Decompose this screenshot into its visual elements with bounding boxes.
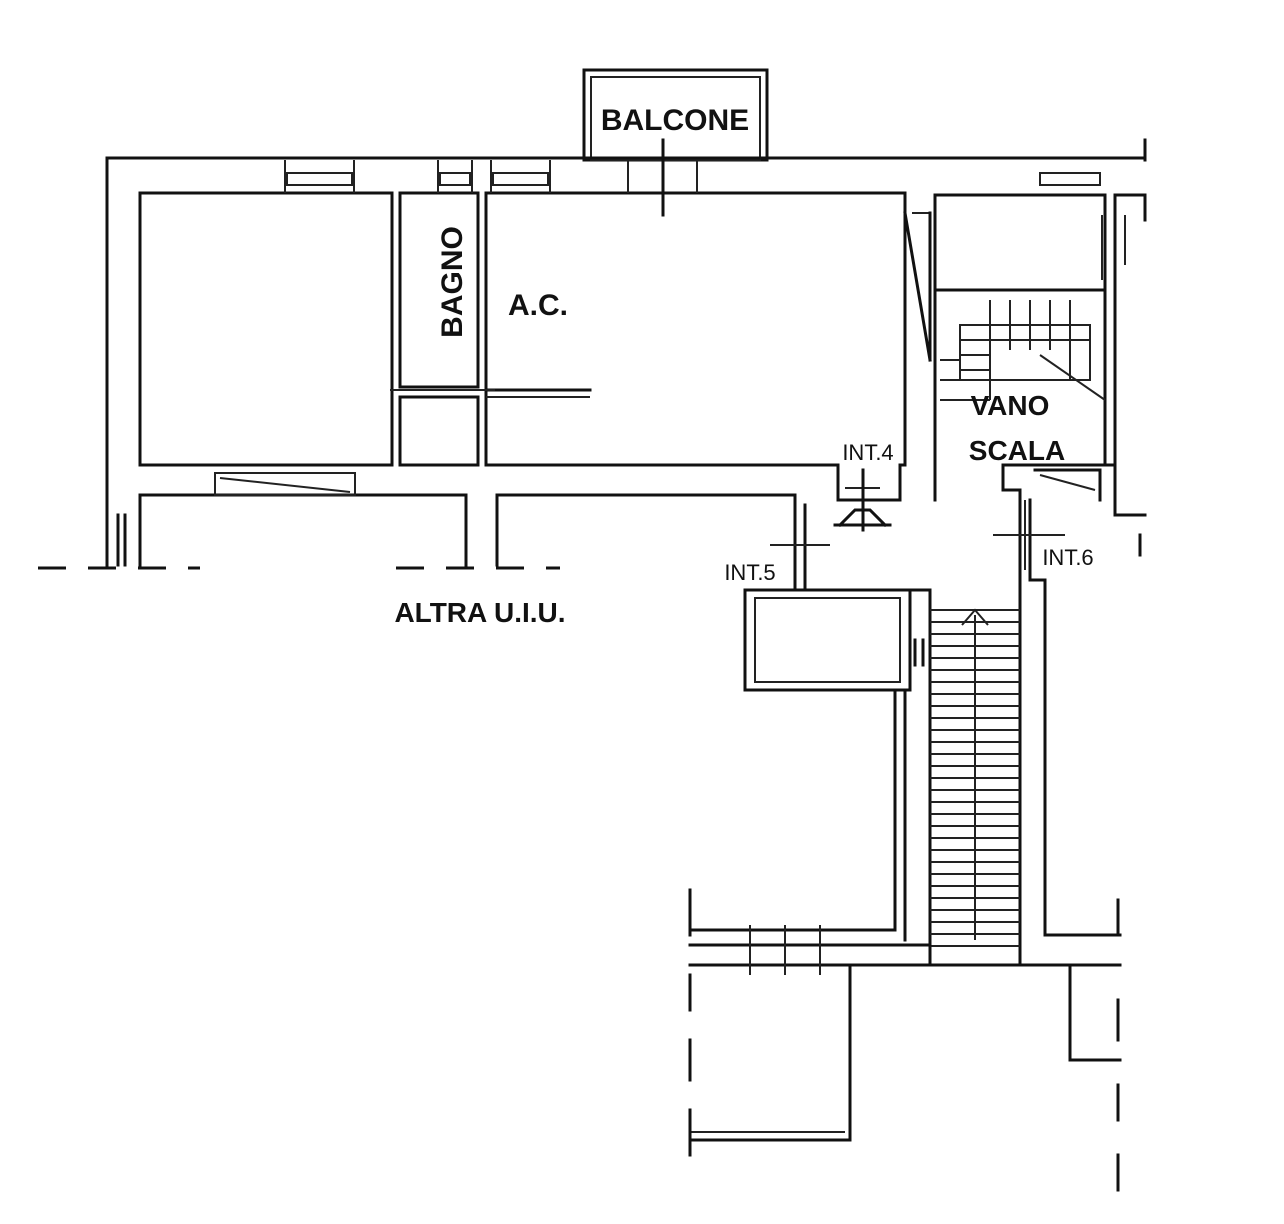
room-left (138, 191, 394, 467)
label-vano: VANO (971, 390, 1050, 421)
long-stair (928, 588, 1022, 967)
label-balcone: BALCONE (601, 104, 749, 137)
label-ac: A.C. (508, 289, 568, 322)
label-int4: INT.4 (842, 440, 893, 465)
room-right-top (933, 193, 1107, 292)
windows (214, 138, 1101, 496)
lower-section (688, 688, 1122, 1192)
storage-room (743, 588, 932, 692)
balcony (582, 68, 769, 162)
label-altra-uiu: ALTRA U.I.U. (394, 597, 565, 628)
outer-walls (105, 156, 1147, 567)
label-bagno: BAGNO (436, 226, 469, 338)
label-scala: SCALA (969, 435, 1065, 466)
door-marks (390, 215, 1126, 570)
room-ac (484, 191, 932, 502)
label-int6: INT.6 (1042, 545, 1093, 570)
right-edge-walls (1033, 138, 1147, 557)
label-int5: INT.5 (724, 560, 775, 585)
stair-hall (933, 288, 1107, 502)
